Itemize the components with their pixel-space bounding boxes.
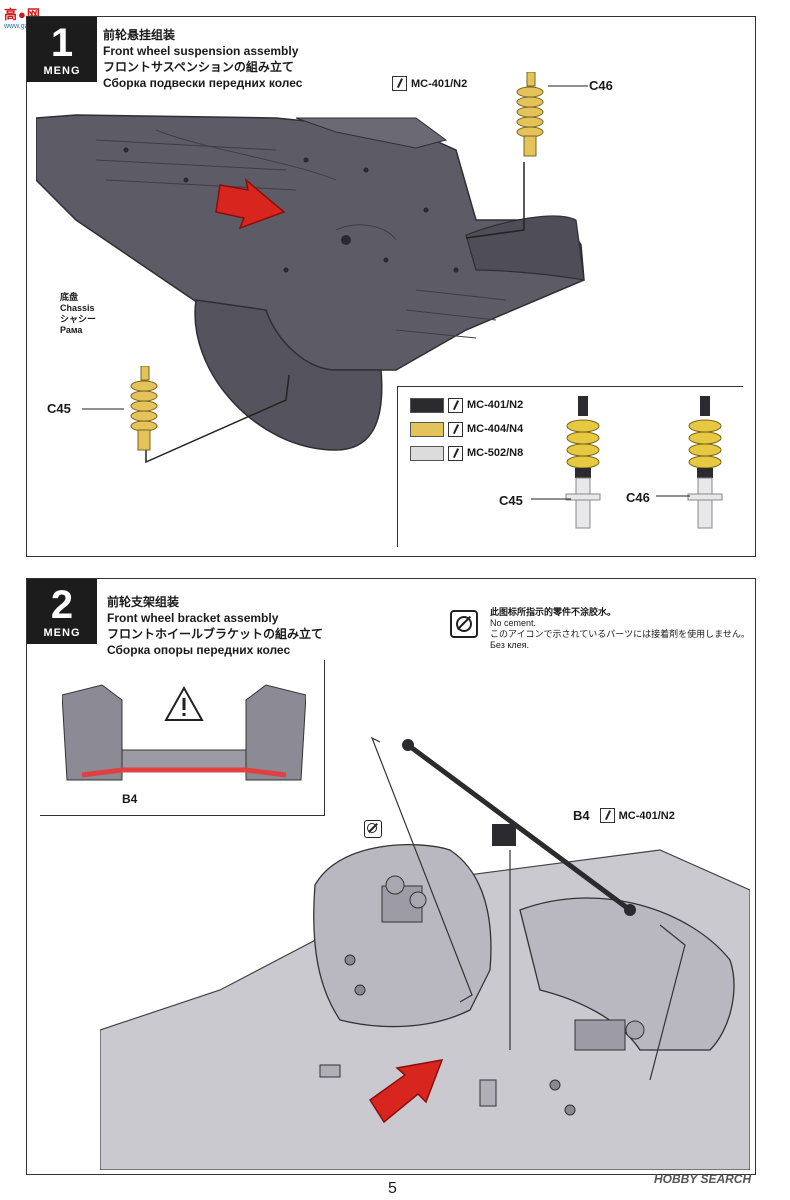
paint-code: MC-404/N4 — [467, 423, 524, 435]
left-wheel-arch — [313, 843, 492, 1028]
b4-bracket — [406, 742, 632, 913]
page-number: 5 — [388, 1180, 397, 1197]
detail-c46-leader — [656, 495, 690, 497]
no-cement-note-ru: Без клея. — [490, 640, 530, 650]
paint-brush-icon — [448, 397, 463, 413]
chassis-label-en: Chassis — [60, 303, 95, 313]
step2-title-cn: 前轮支架组装 — [107, 595, 180, 609]
meng-logo: MENG — [43, 627, 81, 639]
chassis-paint-callout: MC-401/N2 — [392, 76, 467, 91]
step2-bracket-illustration — [100, 736, 750, 1170]
meng-logo: MENG — [43, 65, 81, 77]
b4-label: B4 — [573, 808, 590, 823]
c45-label: C45 — [47, 401, 71, 416]
detail-shock-c46 — [687, 396, 723, 529]
no-cement-icon — [450, 610, 478, 638]
no-cement-note-jp: このアイコンで示されているパーツには接着剤を使用しません。 — [490, 629, 750, 639]
chassis-label-jp: シャシー — [60, 314, 97, 324]
detail-c46-label: C46 — [626, 490, 650, 505]
c45-leader — [82, 408, 124, 410]
inset-illustration — [62, 684, 306, 781]
paint-code: MC-401/N2 — [467, 399, 524, 411]
right-wheel-arch — [519, 897, 735, 1051]
paint-legend-row: MC-502/N8 — [410, 443, 523, 463]
paint-legend-row: MC-404/N4 — [410, 419, 523, 439]
paint-legend-row: MC-401/N2 — [410, 395, 523, 415]
step1-title: 前轮悬挂组装 Front wheel suspension assembly フ… — [103, 27, 302, 91]
no-cement-note-en: No cement. — [490, 618, 537, 628]
paint-brush-icon — [448, 445, 463, 461]
chassis-label-ru: Рама — [60, 325, 83, 335]
step1-title-cn: 前轮悬挂组装 — [103, 28, 176, 42]
step2-title-ru: Сборка опоры передних колес — [107, 643, 291, 657]
detail-shock-c45 — [565, 396, 601, 529]
detail-c45-label: C45 — [499, 493, 523, 508]
no-cement-note: 此图标所指示的零件不涂胶水。 No cement. このアイコンで示されているパ… — [490, 607, 750, 651]
paint-legend-box — [397, 386, 743, 547]
paint-brush-icon — [448, 421, 463, 437]
step1-title-en: Front wheel suspension assembly — [103, 44, 299, 58]
step1-title-ru: Сборка подвески передних колес — [103, 76, 303, 90]
direction-arrow — [215, 178, 286, 230]
step1-badge: 1 MENG — [27, 17, 97, 82]
inset-box — [40, 660, 325, 816]
paint-swatch — [410, 397, 444, 413]
chassis-label-cn: 底盘 — [60, 292, 79, 302]
paint-brush-icon — [599, 808, 615, 823]
c46-guide-line — [465, 162, 525, 239]
paint-legend: MC-401/N2 MC-404/N4 MC-502/N8 — [410, 395, 523, 463]
hobby-search-logo: HOBBY SEARCH — [654, 1172, 752, 1186]
no-cement-icon — [364, 820, 382, 838]
step1-chassis-illustration — [36, 114, 585, 464]
c45-shock-part — [130, 366, 158, 451]
step2-title-jp: フロントホイールブラケットの組み立て — [107, 627, 324, 641]
step1-number: 1 — [50, 21, 74, 65]
step2-title: 前轮支架组装 Front wheel bracket assembly フロント… — [107, 594, 323, 658]
chassis-paint-code: MC-401/N2 — [411, 77, 468, 90]
paint-code: MC-502/N8 — [467, 447, 524, 459]
paint-swatch — [410, 445, 444, 461]
no-cement-note-cn: 此图标所指示的零件不涂胶水。 — [490, 607, 617, 617]
inset-b4-label: B4 — [122, 792, 138, 806]
direction-arrow — [368, 1059, 444, 1124]
step2-title-en: Front wheel bracket assembly — [107, 611, 279, 625]
c46-shock-part — [516, 72, 544, 157]
b4-paint-callout: B4 MC-401/N2 — [573, 808, 675, 823]
c46-leader — [548, 85, 588, 87]
step1-title-jp: フロントサスペンションの組み立て — [103, 60, 294, 74]
detail-c45-leader — [531, 498, 571, 500]
paint-swatch — [410, 421, 444, 437]
right-fender — [465, 215, 585, 281]
c46-label: C46 — [589, 78, 613, 93]
step2-badge: 2 MENG — [27, 579, 97, 644]
chassis-label: 底盘 Chassis シャシー Рама — [60, 292, 96, 336]
b4-paint-code: MC-401/N2 — [618, 809, 675, 822]
paint-brush-icon — [392, 76, 407, 91]
step2-number: 2 — [50, 583, 74, 627]
chassis-rail — [295, 117, 448, 149]
